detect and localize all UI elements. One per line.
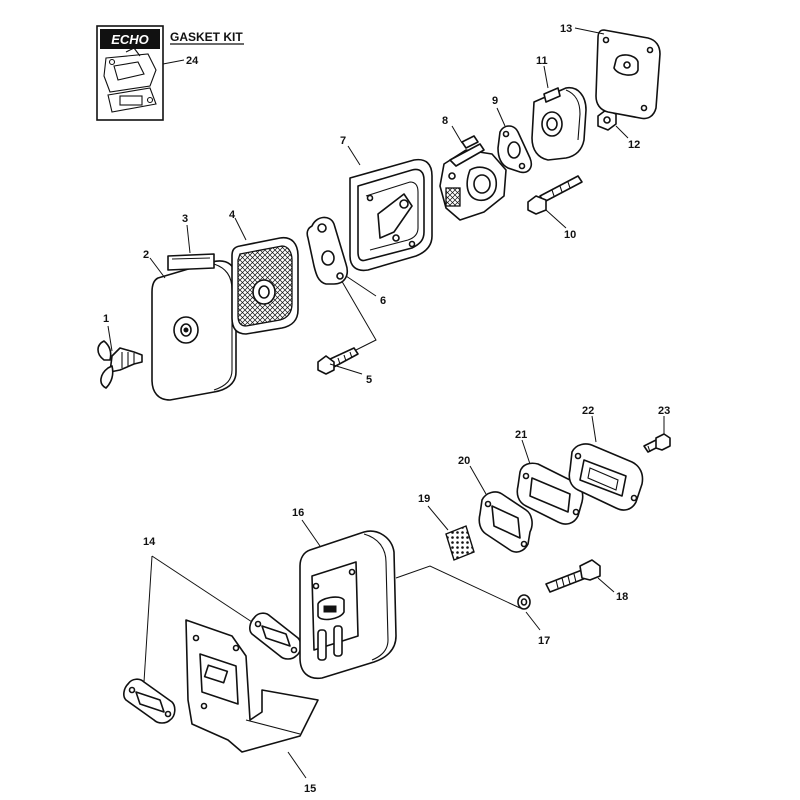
callout-8: 8 xyxy=(442,115,448,127)
callout-6: 6 xyxy=(380,295,386,307)
callout-12: 12 xyxy=(628,139,640,151)
exhaust-gasket-20 xyxy=(478,491,533,553)
kit-gaskets-sketch xyxy=(103,47,157,113)
leader-21 xyxy=(521,439,531,465)
carburetor-gasket-9 xyxy=(497,125,533,174)
screw-10 xyxy=(527,175,583,215)
exhaust-plate-21 xyxy=(516,462,584,525)
echo-logo xyxy=(100,29,160,49)
leader-11 xyxy=(543,65,549,89)
leader-4 xyxy=(234,217,247,241)
spark-arrestor-screen-19 xyxy=(445,525,475,561)
leader-3 xyxy=(186,224,191,254)
callout-3: 3 xyxy=(182,213,188,225)
callout-5: 5 xyxy=(366,374,372,386)
leader-16 xyxy=(301,519,321,547)
exhaust-cover-22 xyxy=(568,443,644,511)
muffler-bolt-18 xyxy=(545,559,601,593)
callout-9: 9 xyxy=(492,95,498,107)
echo-logo-text: ECHO xyxy=(111,32,149,47)
callout-15: 15 xyxy=(304,783,316,795)
leader-1 xyxy=(107,325,113,352)
callout-1: 1 xyxy=(103,313,109,325)
leader-22 xyxy=(591,415,597,443)
callout-11: 11 xyxy=(536,55,548,67)
callout-14: 14 xyxy=(143,536,156,548)
muffler-gasket-14b xyxy=(123,678,176,724)
leader-20 xyxy=(469,465,487,495)
callout-7: 7 xyxy=(340,135,346,147)
carburetor-8 xyxy=(439,135,507,221)
leader-15 xyxy=(287,751,307,779)
leader-13 xyxy=(574,27,605,35)
gasket-kit-box: ECHO xyxy=(96,25,164,121)
leader-bolt-path xyxy=(339,277,377,351)
leader-14a xyxy=(151,555,253,623)
callout-24: 24 xyxy=(186,55,199,67)
leader-5 xyxy=(329,363,363,375)
callout-4: 4 xyxy=(229,209,236,221)
leader-12 xyxy=(615,125,629,139)
leader-bolt-path-2 xyxy=(395,565,521,609)
washer-17 xyxy=(517,594,531,610)
cover-screw-23 xyxy=(643,433,671,453)
wing-nut-1 xyxy=(97,340,143,389)
callout-20: 20 xyxy=(458,455,470,467)
leader-7 xyxy=(347,145,361,166)
air-cleaner-cover-2 xyxy=(151,260,237,401)
callout-17: 17 xyxy=(538,635,550,647)
bracket-6 xyxy=(306,216,349,285)
muffler-plate-15 xyxy=(185,619,319,753)
leader-6 xyxy=(345,275,377,297)
kit-title: GASKET KIT xyxy=(170,30,243,44)
callout-22: 22 xyxy=(582,405,594,417)
callout-16: 16 xyxy=(292,507,304,519)
leader-10 xyxy=(545,209,567,229)
air-filter-element-4 xyxy=(231,236,299,335)
muffler-16 xyxy=(299,530,397,680)
leader-9 xyxy=(496,107,506,127)
leader-8 xyxy=(451,125,463,144)
leader-17 xyxy=(525,611,541,631)
bolt-5 xyxy=(317,347,359,375)
callout-23: 23 xyxy=(658,405,670,417)
insulator-gasket-13 xyxy=(595,29,661,120)
callout-21: 21 xyxy=(515,429,527,441)
callout-13: 13 xyxy=(560,23,572,35)
leader-24 xyxy=(162,59,185,65)
callout-18: 18 xyxy=(616,591,628,603)
callout-2: 2 xyxy=(143,249,149,261)
leader-18 xyxy=(597,577,615,593)
filter-pad-3 xyxy=(167,253,215,271)
callout-10: 10 xyxy=(564,229,576,241)
callout-19: 19 xyxy=(418,493,430,505)
insulator-11 xyxy=(531,86,587,161)
air-cleaner-case-7 xyxy=(349,158,433,272)
leader-2 xyxy=(149,257,166,279)
leader-14b xyxy=(143,555,153,683)
leader-19 xyxy=(427,505,449,531)
muffler-gasket-14a xyxy=(249,612,302,660)
